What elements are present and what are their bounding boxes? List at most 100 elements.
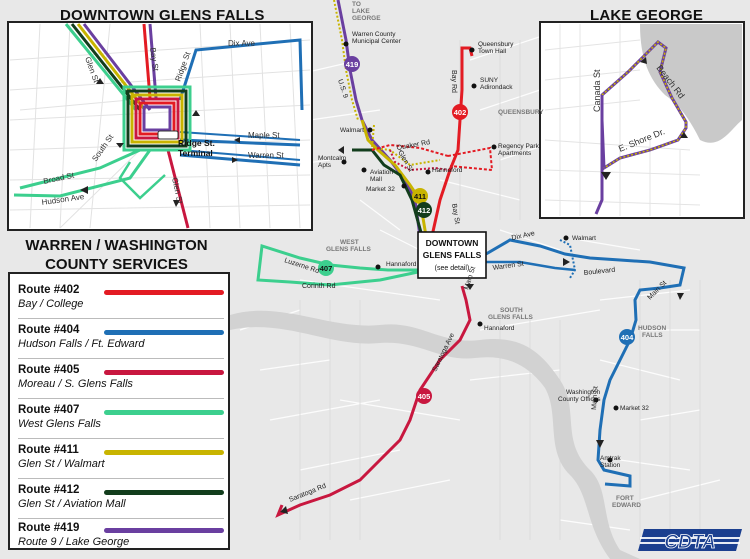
badge-407: 407 bbox=[320, 264, 333, 273]
label-to-lake-george-1: TO bbox=[352, 1, 361, 8]
label-walmart-east: Walmart bbox=[572, 235, 596, 242]
legend-heading-line2: COUNTY SERVICES bbox=[45, 256, 188, 273]
badge-412: 412 bbox=[418, 206, 431, 215]
legend-route-404: Route #404 bbox=[18, 324, 80, 336]
legend-heading-line1: WARREN / WASHINGTON bbox=[25, 237, 208, 254]
cdta-logo-text: CDTA bbox=[664, 532, 715, 553]
route-badges: 419 402 411 412 407 404 405 bbox=[318, 56, 635, 404]
legend-divider bbox=[18, 318, 224, 319]
label-montcalm-1: Montcalm bbox=[318, 155, 346, 162]
label-dix-ave-inset: Dix Ave bbox=[228, 39, 256, 48]
label-amtrak-2: Station bbox=[600, 462, 621, 469]
badge-411: 411 bbox=[414, 192, 426, 201]
legend-desc-419: Route 9 / Lake George bbox=[18, 536, 130, 548]
legend-swatch-419 bbox=[104, 528, 224, 533]
label-bay-st-main: Bay St bbox=[450, 203, 460, 225]
downtown-route-407-loop bbox=[118, 161, 166, 200]
badge-419: 419 bbox=[346, 60, 359, 69]
label-queensbury: QUEENSBURY bbox=[498, 109, 544, 116]
lake-george-seasonal-route bbox=[601, 40, 687, 169]
route-412-line bbox=[352, 148, 424, 237]
downtown-blue-secondary bbox=[179, 131, 301, 161]
legend-desc-404: Hudson Falls / Ft. Edward bbox=[18, 338, 145, 350]
badge-402: 402 bbox=[454, 108, 467, 117]
label-south-glens-1: SOUTH bbox=[500, 307, 523, 314]
legend-desc-412: Glen St / Aviation Mall bbox=[18, 498, 126, 510]
legend-swatch-404 bbox=[104, 330, 224, 335]
lake-george-inset-title: LAKE GEORGE bbox=[590, 7, 704, 24]
label-hannaford-north: Hannaford bbox=[432, 167, 463, 174]
label-to-lake-george-2: LAKE bbox=[352, 8, 370, 15]
legend-swatch-411 bbox=[104, 450, 224, 455]
label-west-glens-2: GLENS FALLS bbox=[326, 246, 371, 253]
legend-route-419: Route #419 bbox=[18, 522, 80, 534]
label-regency-1: Regency Park bbox=[498, 143, 540, 150]
badge-405-circle bbox=[416, 388, 432, 404]
label-warren-county-2: Municipal Center bbox=[352, 38, 402, 45]
legend-divider bbox=[18, 518, 224, 519]
downtown-route-404-north bbox=[178, 38, 304, 111]
legend-desc-411: Glen St / Walmart bbox=[18, 458, 105, 470]
legend-divider bbox=[18, 398, 224, 399]
legend-divider bbox=[18, 438, 224, 439]
route-419-seasonal bbox=[333, 0, 359, 121]
route-402-quaker-loop bbox=[447, 146, 494, 172]
badge-405: 405 bbox=[418, 392, 431, 401]
downtown-inset-title: DOWNTOWN GLENS FALLS bbox=[60, 7, 265, 24]
legend-route-405: Route #405 bbox=[18, 364, 80, 376]
badge-404: 404 bbox=[621, 333, 634, 342]
route-legend: Route #402 Bay / College Route #404 Huds… bbox=[8, 272, 230, 550]
stop-markers bbox=[341, 41, 619, 463]
legend-route-412: Route #412 bbox=[18, 484, 80, 496]
route-404-walmart-dashed bbox=[559, 239, 577, 279]
downtown-box-line2: GLENS FALLS bbox=[423, 250, 482, 260]
main-direction-arrows bbox=[280, 146, 684, 514]
label-market32-north: Market 32 bbox=[366, 186, 395, 193]
route-405-line bbox=[275, 285, 472, 518]
label-maple-st: Maple St bbox=[248, 131, 280, 140]
label-queensbury-town-2: Town Hall bbox=[478, 48, 507, 55]
label-hudson-falls-1: HUDSON bbox=[638, 325, 666, 332]
badge-402-circle bbox=[452, 104, 468, 120]
label-aviation-2: Mall bbox=[370, 176, 382, 183]
badge-419-circle bbox=[344, 56, 360, 72]
route-407-line bbox=[256, 244, 419, 287]
legend-route-407: Route #407 bbox=[18, 404, 80, 416]
downtown-warren-st-route bbox=[179, 153, 301, 167]
label-regency-2: Apartments bbox=[498, 150, 532, 157]
downtown-route-407 bbox=[13, 148, 152, 198]
label-aviation-1: Aviation bbox=[370, 169, 393, 176]
label-west-glens-1: WEST bbox=[340, 239, 359, 246]
label-suny-2: Adirondack bbox=[480, 84, 513, 91]
hudson-river bbox=[230, 310, 640, 559]
label-canada-st: Canada St bbox=[592, 69, 602, 112]
label-washington-1: Washington bbox=[566, 389, 600, 396]
label-to-lake-george-3: GEORGE bbox=[352, 15, 381, 22]
legend-swatch-402 bbox=[104, 290, 224, 295]
label-ridge-terminal-2: Terminal bbox=[178, 148, 213, 158]
label-hudson-falls-2: FALLS bbox=[642, 332, 663, 339]
legend-divider bbox=[18, 478, 224, 479]
downtown-glens-falls-box[interactable] bbox=[417, 231, 487, 279]
route-419-line bbox=[336, 0, 422, 237]
label-dix-ave: Dix Ave bbox=[511, 230, 536, 242]
label-montcalm-2: Apts bbox=[318, 162, 332, 169]
lake-inset-streets bbox=[544, 24, 701, 216]
label-hannaford-west: Hannaford bbox=[386, 261, 417, 268]
label-amtrak-1: Amtrak bbox=[600, 455, 621, 462]
legend-desc-407: West Glens Falls bbox=[18, 418, 101, 430]
label-south-glens-2: GLENS FALLS bbox=[488, 314, 533, 321]
label-bay-st-inset: Bay St bbox=[148, 47, 160, 72]
legend-swatch-405 bbox=[104, 370, 224, 375]
legend-desc-405: Moreau / S. Glens Falls bbox=[18, 378, 133, 390]
badge-404-circle bbox=[619, 329, 635, 345]
route-404-line bbox=[485, 238, 686, 488]
legend-swatch-407 bbox=[104, 410, 224, 415]
label-ridge-terminal-1: Ridge St. bbox=[178, 138, 215, 148]
ridge-st-terminal-marker bbox=[157, 130, 179, 140]
legend-route-411: Route #411 bbox=[18, 444, 79, 456]
route-404-warren-st bbox=[486, 260, 576, 272]
lake-direction-arrows bbox=[601, 57, 688, 180]
legend-swatch-412 bbox=[104, 490, 224, 495]
